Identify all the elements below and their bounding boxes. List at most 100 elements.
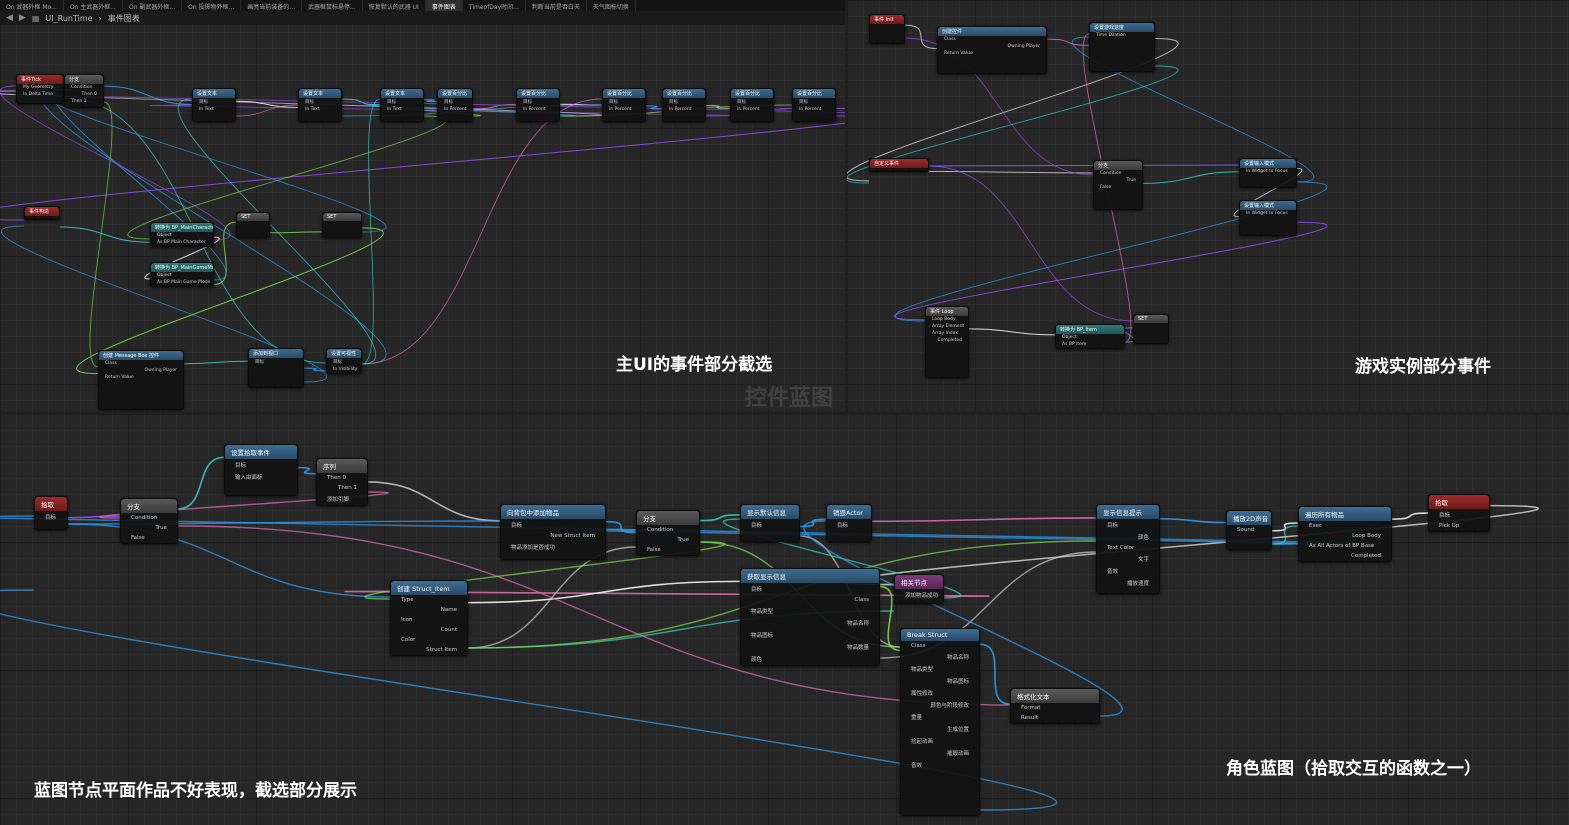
tab-1[interactable]: On 主武器外框... [64, 0, 123, 11]
node-pin[interactable]: Color [401, 637, 416, 643]
node-pin[interactable]: Result [1021, 715, 1038, 721]
node-pin[interactable]: Condition [1100, 171, 1122, 176]
node-pin[interactable]: 目标 [609, 100, 618, 105]
node-pin[interactable]: 目标 [1107, 523, 1119, 529]
gi-node-0[interactable]: 事件 Init [869, 14, 905, 44]
node-pin[interactable]: 目标 [444, 100, 453, 105]
node-pin[interactable]: As All Actors of BP Base [1309, 543, 1375, 549]
node-pin[interactable]: 音效 [1107, 569, 1119, 575]
node-pin[interactable]: Text Color [1107, 545, 1135, 551]
node-pin[interactable]: In Text [305, 107, 320, 112]
node-pin[interactable]: Object [157, 273, 172, 278]
node-pin[interactable]: Name [440, 607, 457, 613]
back-arrow-icon[interactable]: ◀ [6, 13, 13, 23]
node-pin[interactable]: 目标 [737, 100, 746, 105]
node-pin[interactable]: 目标 [751, 587, 763, 593]
node-pin[interactable]: 文字 [1137, 557, 1149, 563]
char-node-6[interactable]: 显示默认信息目标 [740, 504, 800, 542]
node-pin[interactable]: Owning Player [144, 368, 177, 373]
node-pin[interactable]: 物品类型 [911, 667, 934, 673]
node-pin[interactable]: Pick Up [1439, 523, 1460, 529]
tab-2[interactable]: On 副武器外框... [123, 0, 183, 11]
node-pin[interactable]: My Geometry [23, 85, 54, 90]
node-pin[interactable]: In Delta Time [23, 92, 54, 97]
char-node-0[interactable]: 拾取目标 [34, 496, 68, 530]
node-pin[interactable]: In Percent [444, 107, 467, 112]
node-pin[interactable]: 物品名称 [846, 621, 869, 627]
editor-tab-bar[interactable]: On 武器外框 Mo...On 主武器外框...On 副武器外框...On 投掷… [0, 0, 845, 11]
tab-8[interactable]: TimeofDay时间... [463, 0, 526, 11]
node-pin[interactable]: True [1126, 178, 1136, 183]
ui-node-17[interactable]: 添加到视口目标 [248, 348, 304, 388]
node-pin[interactable]: Condition [71, 85, 93, 90]
node-pin[interactable]: False [131, 535, 145, 541]
node-pin[interactable]: 物品图标 [946, 679, 969, 685]
node-pin[interactable]: Condition [647, 527, 674, 533]
node-pin[interactable]: 播放速度 [1126, 581, 1149, 587]
node-pin[interactable]: 物品数量 [846, 645, 869, 651]
node-pin[interactable]: 目标 [837, 523, 849, 529]
breadcrumb-root[interactable]: UI_RunTime [45, 13, 93, 23]
node-pin[interactable]: As BP Main Character [157, 240, 206, 245]
node-pin[interactable]: 物品图标 [751, 633, 774, 639]
node-pin[interactable]: In Text [387, 107, 402, 112]
node-pin[interactable]: True [677, 537, 689, 543]
node-pin[interactable]: 目标 [333, 360, 342, 365]
node-pin[interactable]: In Visibility [333, 367, 358, 372]
node-pin[interactable]: In Percent [799, 107, 822, 112]
node-pin[interactable]: In Text [199, 107, 214, 112]
tab-9[interactable]: 判断当前是否白天 [526, 0, 587, 11]
node-pin[interactable]: 目标 [45, 515, 57, 521]
node-pin[interactable]: 颜色 [751, 657, 763, 663]
node-pin[interactable]: Class [105, 361, 117, 366]
node-pin[interactable]: Then 1 [71, 99, 87, 104]
node-pin[interactable]: 目标 [199, 100, 208, 105]
node-pin[interactable]: 添加引脚 [327, 497, 350, 503]
node-pin[interactable]: 属性修改 [911, 691, 934, 697]
node-pin[interactable]: 目标 [305, 100, 314, 105]
forward-arrow-icon[interactable]: ▶ [18, 13, 26, 23]
tab-10[interactable]: 天气图标切换 [587, 0, 636, 11]
node-pin[interactable]: New Struct Item [550, 533, 595, 539]
node-pin[interactable]: Class [854, 597, 869, 603]
gi-node-9[interactable]: SET [1133, 314, 1169, 344]
tab-6[interactable]: 恢复默认的武器 UI [363, 0, 426, 11]
node-pin[interactable]: Then 0 [327, 475, 346, 481]
node-pin[interactable]: 物品名称 [946, 655, 969, 661]
node-pin[interactable]: 目标 [523, 100, 532, 105]
node-pin[interactable]: Array Element [932, 324, 965, 329]
node-pin[interactable]: 摧毁动画 [946, 751, 969, 757]
tab-0[interactable]: On 武器外框 Mo... [0, 0, 64, 11]
node-pin[interactable]: Loop Body [1352, 533, 1381, 539]
node-pin[interactable]: Object [157, 233, 172, 238]
node-pin[interactable]: Count [440, 627, 457, 633]
node-pin[interactable]: 目标 [387, 100, 396, 105]
node-pin[interactable]: In Percent [737, 107, 760, 112]
node-pin[interactable]: 重量 [911, 715, 923, 721]
node-pin[interactable]: Then 0 [81, 92, 97, 97]
tab-5[interactable]: 武器框鼠标悬停... [302, 0, 363, 11]
ui-node-11[interactable]: 事件构造 [24, 206, 60, 220]
node-pin[interactable]: Return Value [944, 51, 973, 56]
